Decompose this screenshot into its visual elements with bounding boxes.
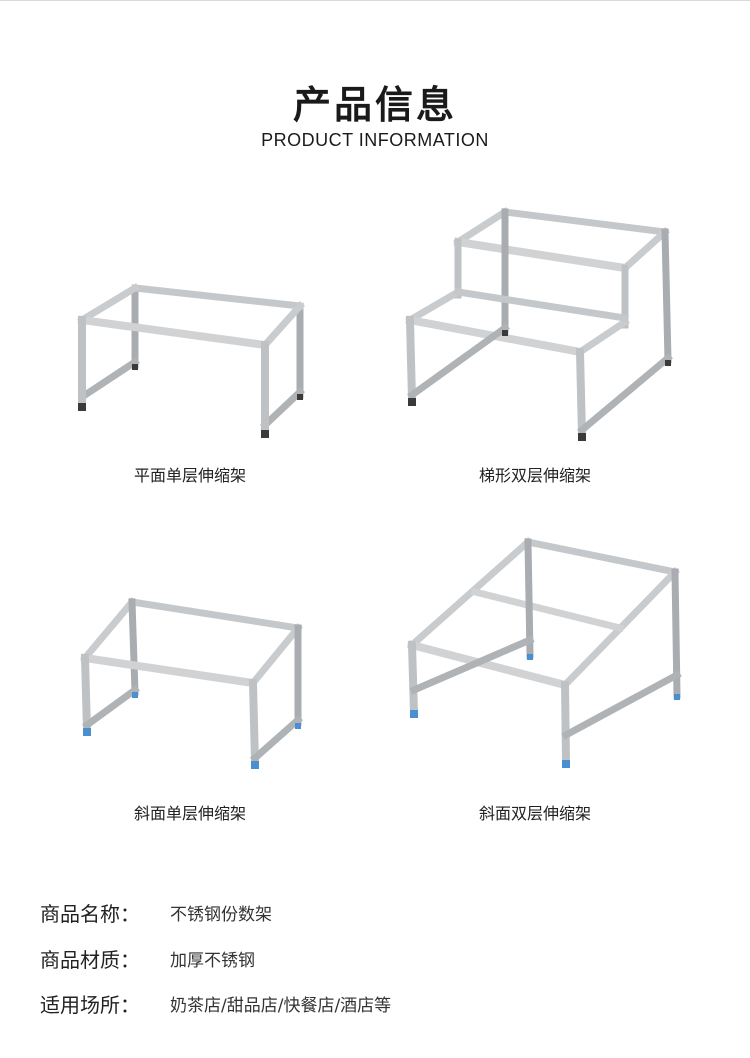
top-divider xyxy=(0,0,750,1)
info-label: 商品名称： xyxy=(40,901,140,926)
info-label: 商品材质： xyxy=(40,947,140,972)
section-subtitle: PRODUCT INFORMATION xyxy=(261,130,489,150)
info-value: 奶茶店/甜品店/快餐店/酒店等 xyxy=(170,995,392,1016)
product-caption: 斜面双层伸缩架 xyxy=(478,804,591,823)
product-image-flat-single xyxy=(60,270,320,450)
info-row-applicable-places: 适用场所： 奶茶店/甜品店/快餐店/酒店等 xyxy=(40,988,391,1018)
info-label: 适用场所： xyxy=(40,992,140,1017)
info-value: 不锈钢份数架 xyxy=(170,904,272,925)
product-caption: 平面单层伸缩架 xyxy=(133,466,246,485)
product-image-stepped-double xyxy=(400,200,690,450)
product-caption: 斜面单层伸缩架 xyxy=(133,804,246,823)
section-title: 产品信息 xyxy=(292,83,457,127)
rack-illustration xyxy=(80,597,303,769)
info-row-material: 商品材质： 加厚不锈钢 xyxy=(40,943,255,973)
info-value: 加厚不锈钢 xyxy=(170,950,255,971)
product-caption: 梯形双层伸缩架 xyxy=(478,466,591,485)
rack-illustration xyxy=(407,537,682,768)
product-image-slanted-single xyxy=(70,590,320,780)
info-row-product-name: 商品名称： 不锈钢份数架 xyxy=(40,897,272,927)
product-image-slanted-double xyxy=(400,530,690,780)
rack-illustration xyxy=(77,283,305,438)
rack-illustration xyxy=(405,207,673,441)
